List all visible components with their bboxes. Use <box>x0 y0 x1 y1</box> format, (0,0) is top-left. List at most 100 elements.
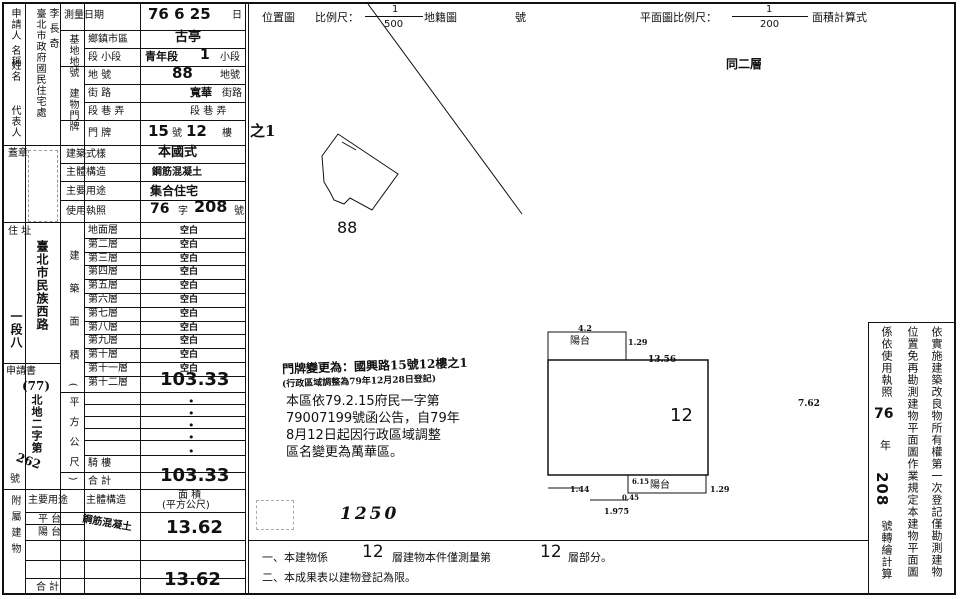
base-label: 基地地號 <box>67 34 78 78</box>
location-label: 位置圖 <box>262 11 295 24</box>
survey-date-value: 76 6 25 <box>148 5 211 23</box>
grid-line <box>84 48 245 49</box>
small-stamp <box>256 500 294 530</box>
grid-line <box>25 560 245 561</box>
grid-line <box>84 404 245 405</box>
num-unit: 號 <box>172 128 182 139</box>
grid-line <box>60 120 245 121</box>
structure-value: 鋼筋混凝土 <box>152 167 202 178</box>
blank-row-dot: • <box>188 395 195 408</box>
grid-line <box>4 489 245 490</box>
dim-top: 13.56 <box>648 355 677 365</box>
footer-note1-floors: 12 <box>362 542 384 562</box>
floor-row-value: 103.33 <box>160 368 230 390</box>
building-detail <box>341 141 357 151</box>
annex-col-area: 面 積 <box>178 490 202 501</box>
notice-line1: 本區依79.2.15府民一字第 <box>286 394 440 409</box>
lot-label: 地 號 <box>88 70 112 81</box>
grid-line <box>140 489 141 594</box>
dim-balcony-height2: 1.29 <box>710 484 730 494</box>
floor-row-label: 第九層 <box>88 335 118 347</box>
grid-line <box>84 440 245 441</box>
lot-unit: 地號 <box>220 70 240 81</box>
street-label: 街 路 <box>88 88 112 99</box>
grid-line <box>84 4 85 489</box>
right-panel-license-no: 208 <box>873 472 891 507</box>
floor-row-label: 第十二層 <box>88 376 128 388</box>
annex-row-value: 13.62 <box>166 517 223 538</box>
survey-date-unit: 日 <box>232 10 242 21</box>
annex-col-use: 主要用途 <box>28 495 68 506</box>
style-label: 建築式樣 <box>66 149 106 160</box>
location-lot-number: 88 <box>337 218 358 237</box>
applicant-address-value: 臺北市民族西路 <box>35 240 49 331</box>
blank-row-dot: • <box>188 419 195 432</box>
grid-line <box>60 66 245 67</box>
applicant-seal-label: 蓋章 <box>8 148 28 159</box>
annex-col-area-unit: (平方公尺) <box>162 500 210 511</box>
blank-row-dot: • <box>188 431 195 444</box>
license-mid: 字 <box>178 206 188 217</box>
floors-side-label: 建 築 面 積 (平方公尺) <box>67 250 78 491</box>
right-panel-year: 76 <box>874 406 894 422</box>
floor-plan <box>547 331 709 501</box>
grid-line <box>84 334 245 336</box>
applicant-address-value2: 一段八 <box>9 310 23 349</box>
grid-line <box>140 4 141 489</box>
lane-value: 段 巷 弄 <box>190 106 227 117</box>
grid-line <box>4 363 60 364</box>
grid-line <box>84 84 245 85</box>
grid-line <box>4 145 245 146</box>
plan-scale-fraction-line <box>732 16 808 17</box>
grid-line <box>25 578 245 579</box>
map-label: 地籍圖 <box>424 11 457 24</box>
subsection-value: 1 <box>200 47 210 63</box>
right-panel <box>868 322 954 594</box>
applicant-rep-label: 代表人 <box>9 105 20 138</box>
dim-bottom4: 0.45 <box>622 493 640 502</box>
license-label: 使用執照 <box>66 206 106 217</box>
floor-row-label: 地面層 <box>88 225 118 236</box>
num-label: 門 牌 <box>88 128 112 139</box>
lot-value: 88 <box>172 64 193 82</box>
plan-scale-num: 1 <box>766 4 773 15</box>
dim-bottom2: 1.975 <box>604 506 630 516</box>
road-line <box>367 4 523 215</box>
balcony-bottom-label: 陽台 <box>650 480 670 491</box>
grid-line <box>60 4 61 594</box>
grid-line <box>84 279 245 281</box>
balcony-top-label: 陽台 <box>570 336 590 347</box>
scale-den: 500 <box>384 19 404 30</box>
balcony-top <box>547 331 627 361</box>
style-value: 本國式 <box>158 145 198 160</box>
grid-line <box>84 362 245 363</box>
area-calc-label: 面積計算式 <box>812 11 867 24</box>
floor-row-label: 第三層 <box>88 252 118 264</box>
license-no: 208 <box>194 197 228 216</box>
use-value: 集合住宅 <box>150 184 199 198</box>
notice-line4: 區名變更為萬華區。 <box>286 445 404 460</box>
grid-line <box>84 265 245 267</box>
street-value: 寬華 <box>190 86 212 99</box>
grid-line <box>60 392 245 393</box>
annex-col-structure: 主體構造 <box>86 495 126 506</box>
license-value: 76 <box>150 201 170 217</box>
survey-date-label: 測量日期 <box>64 10 104 21</box>
plan-scale-den: 200 <box>760 19 780 30</box>
grid-line <box>84 375 245 377</box>
sub-num: 之1 <box>250 122 276 140</box>
grid-line <box>84 428 245 429</box>
floor-unit: 樓 <box>222 128 232 139</box>
grid-line <box>84 293 245 294</box>
floor-row-value: 空白 <box>180 239 199 250</box>
annex-side-label: 附屬建物 <box>9 495 20 559</box>
street-unit: 街路 <box>222 88 242 99</box>
floor-row-label: 第十層 <box>88 349 118 361</box>
grid-line <box>84 489 85 594</box>
footer-note2: 二、本成果表以建物登記為限。 <box>262 571 416 584</box>
footer-note1-post: 層部分。 <box>568 551 612 564</box>
license-unit: 號 <box>234 206 244 217</box>
grid-line <box>84 320 245 322</box>
applicant-name-value: 臺北市政府國民住宅處 <box>34 8 45 118</box>
